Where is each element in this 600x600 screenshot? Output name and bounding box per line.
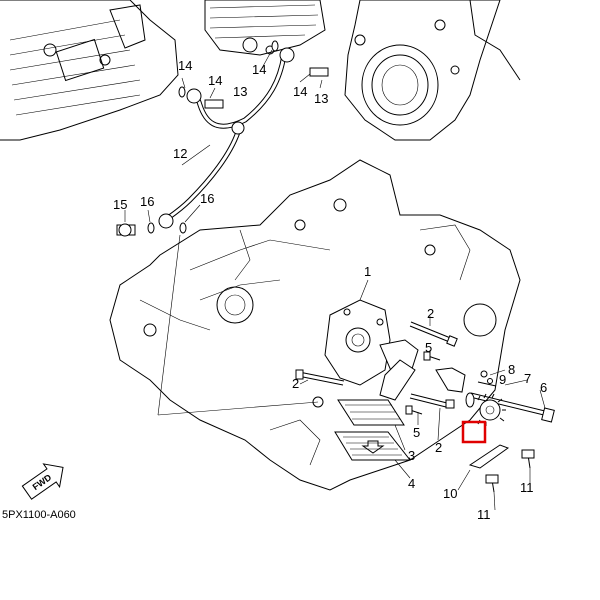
callout-13: 13 <box>314 91 328 106</box>
callout-15: 15 <box>113 197 127 212</box>
callout-9: 9 <box>499 372 506 387</box>
callout-14: 14 <box>252 62 266 77</box>
callout-12: 12 <box>173 146 187 161</box>
oil-strainer-pipe <box>337 359 416 426</box>
callout-8: 8 <box>508 362 515 377</box>
callout-14: 14 <box>208 73 222 88</box>
callout-6: 6 <box>540 380 547 395</box>
union-bolts <box>116 67 329 237</box>
oil-strainer-cover <box>334 431 412 461</box>
banjo-washers <box>147 40 279 234</box>
oil-pump-assembly <box>324 299 419 386</box>
forward-direction-badge: FWD <box>21 463 64 500</box>
callout-10: 10 <box>443 486 457 501</box>
callout-14: 14 <box>178 58 192 73</box>
oil-delivery-pipe <box>158 47 295 229</box>
callout-16: 16 <box>140 194 154 209</box>
callout-16: 16 <box>200 191 214 206</box>
callout-2: 2 <box>292 376 299 391</box>
callout-5: 5 <box>413 425 420 440</box>
cylinder-head-center <box>204 0 326 56</box>
callout-11: 11 <box>477 507 491 522</box>
callouts: 14 14 13 14 14 13 12 15 16 16 1 2 5 2 5 … <box>113 58 547 522</box>
callout-2: 2 <box>427 306 434 321</box>
callout-7: 7 <box>524 371 531 386</box>
bolts <box>295 321 535 493</box>
leader-lines <box>124 49 546 511</box>
highlight-box <box>461 420 487 444</box>
callout-5: 5 <box>425 340 432 355</box>
callout-13: 13 <box>233 84 247 99</box>
callout-4: 4 <box>408 476 415 491</box>
pump-drive-parts <box>435 367 555 469</box>
callout-1: 1 <box>364 264 371 279</box>
callout-11: 11 <box>520 480 534 495</box>
cylinder-head-left <box>0 0 179 141</box>
crankcase-upper-right <box>344 0 521 141</box>
callout-3: 3 <box>408 448 415 463</box>
callout-14: 14 <box>293 84 307 99</box>
diagram-code: 5PX1100-A060 <box>2 509 76 521</box>
crankcase-lower <box>109 159 521 491</box>
callout-2: 2 <box>435 440 442 455</box>
